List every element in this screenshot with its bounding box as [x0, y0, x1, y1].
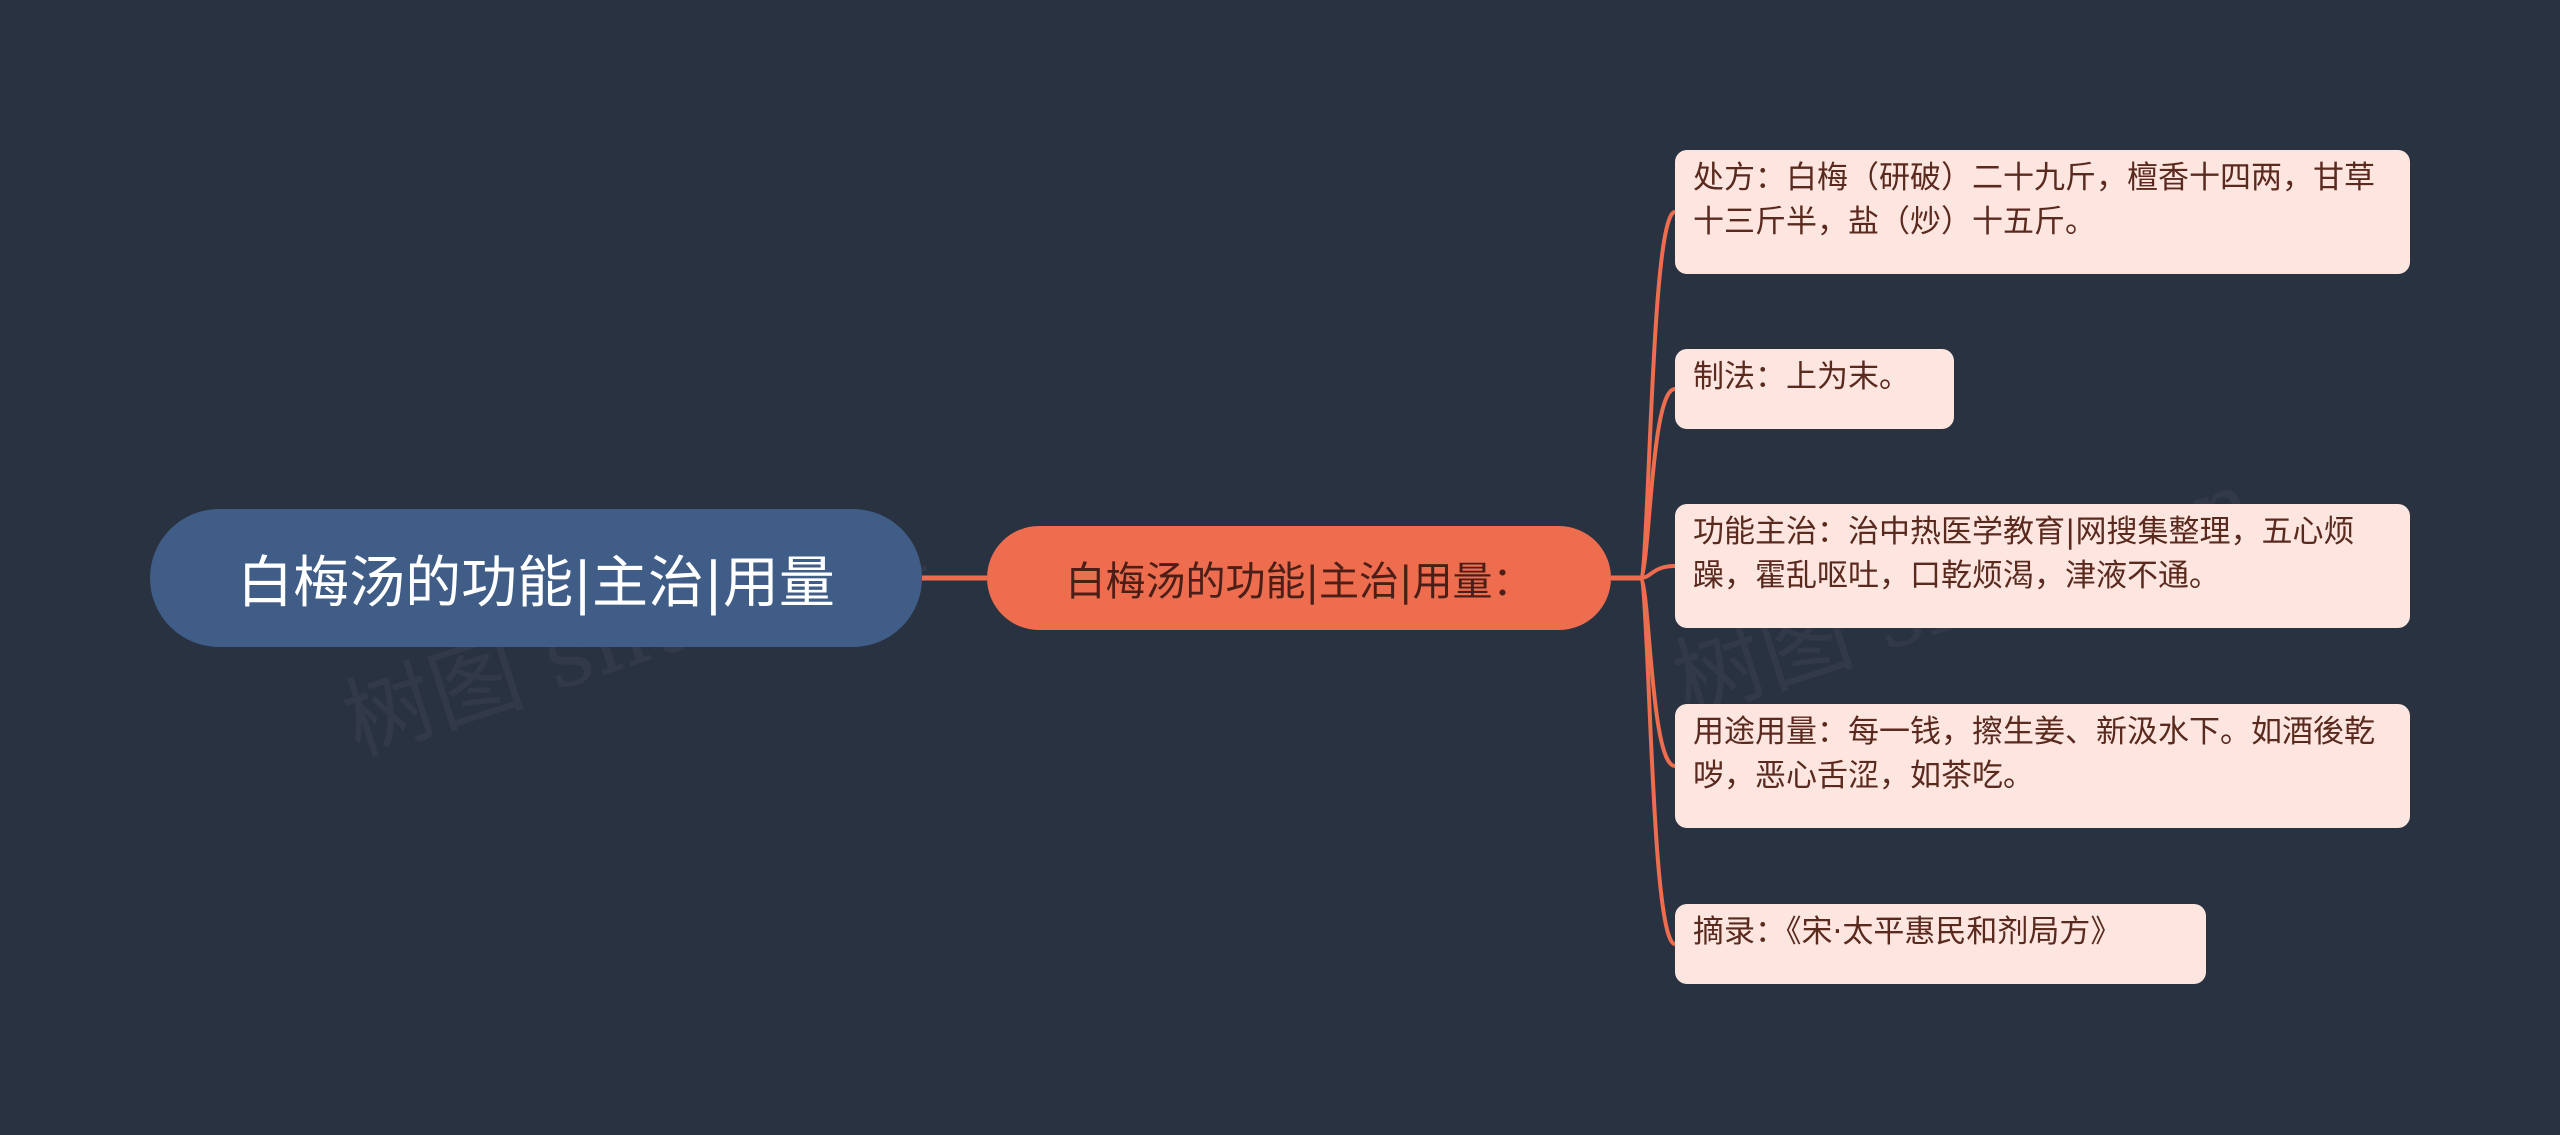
branch-node-text: 用途用量：每一钱，擦生姜、新汲水下。如酒後乾哕，恶心舌涩，如茶吃。 [1693, 714, 2375, 794]
topic-node[interactable]: 白梅汤的功能|主治|用量： [987, 526, 1611, 630]
root-node-label: 白梅汤的功能|主治|用量 [237, 550, 835, 616]
root-node[interactable]: 白梅汤的功能|主治|用量 [150, 509, 922, 647]
branch-node-source[interactable]: 摘录：《宋·太平惠民和剂局方》 [1675, 904, 2206, 984]
branch-node-indications[interactable]: 功能主治：治中热医学教育|网搜集整理，五心烦躁，霍乱呕吐，口乾烦渴，津液不通。 [1675, 504, 2410, 628]
branch-node-text: 摘录：《宋·太平惠民和剂局方》 [1693, 914, 2122, 950]
branch-node-dosage[interactable]: 用途用量：每一钱，擦生姜、新汲水下。如酒後乾哕，恶心舌涩，如茶吃。 [1675, 704, 2410, 828]
branch-node-text: 制法：上为末。 [1693, 359, 1910, 395]
branch-node-text: 功能主治：治中热医学教育|网搜集整理，五心烦躁，霍乱呕吐，口乾烦渴，津液不通。 [1693, 514, 2355, 594]
branch-connector-2 [1638, 387, 1676, 580]
branch-connector-3 [1639, 564, 1676, 580]
topic-node-label: 白梅汤的功能|主治|用量： [1065, 559, 1533, 605]
branch-node-preparation[interactable]: 制法：上为末。 [1675, 349, 1954, 429]
branch-node-prescription[interactable]: 处方：白梅（研破）二十九斤，檀香十四两，甘草十三斤半，盐（炒）十五斤。 [1675, 150, 2410, 274]
branch-node-text: 处方：白梅（研破）二十九斤，檀香十四两，甘草十三斤半，盐（炒）十五斤。 [1693, 160, 2375, 240]
branch-connector-5 [1638, 576, 1677, 946]
